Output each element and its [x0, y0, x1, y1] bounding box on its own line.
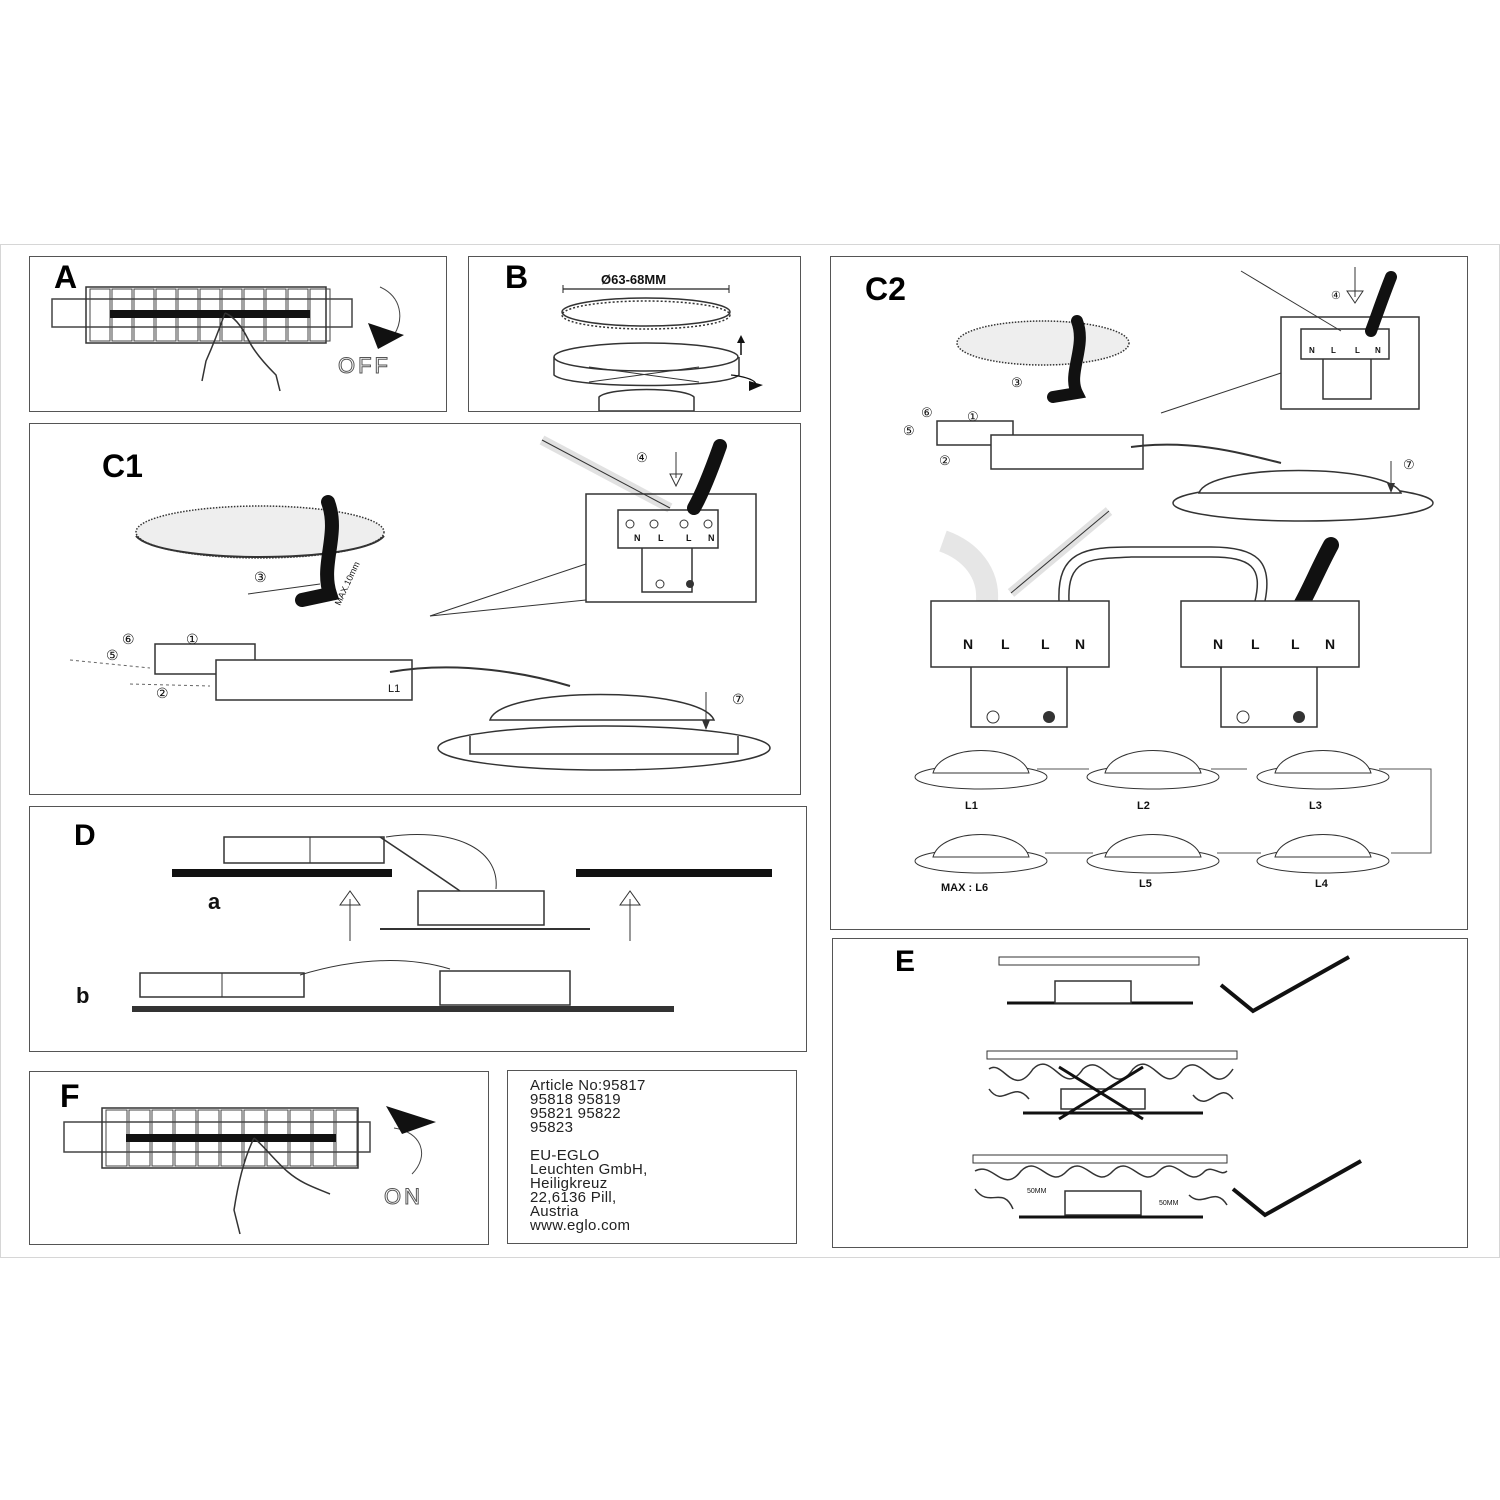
c1-terminal-n2: N — [708, 533, 715, 543]
step-4: ④ — [636, 450, 648, 465]
downlight-body — [932, 750, 1030, 774]
c2-step-3: ③ — [1011, 375, 1023, 390]
diameter-label: Ø63-68MM — [601, 272, 666, 287]
panel-f-letter: F — [60, 1078, 80, 1114]
off-label: OFF — [338, 353, 391, 378]
step-7: ⑦ — [732, 691, 745, 707]
breaker-module — [335, 1109, 358, 1167]
panel-a: A OFF — [29, 256, 447, 412]
article-info-text: Article No:95817 95818 95819 95821 95822… — [530, 1077, 648, 1234]
panel-b-letter: B — [505, 259, 529, 295]
c2-big-terminal-n2: N — [1075, 636, 1085, 652]
on-label: ON — [384, 1184, 423, 1209]
step-2: ② — [156, 685, 169, 701]
panel-a-letter: A — [54, 259, 78, 295]
downlight-body — [932, 834, 1030, 858]
clearance-label-right: 50MM — [1159, 1200, 1179, 1207]
sub-label-b: b — [76, 983, 89, 1008]
panel-d: D a b — [29, 806, 807, 1052]
c2-step-4: ④ — [1331, 290, 1341, 302]
c2-step-7: ⑦ — [1403, 457, 1415, 472]
panel-c2-letter: C2 — [865, 271, 906, 307]
panel-f: F ON — [29, 1071, 489, 1245]
c2-terminal-n1: N — [1309, 346, 1315, 355]
c2-terminal-n2: N — [1375, 346, 1381, 355]
c1-terminal-n1: N — [634, 533, 641, 543]
lamp-label-l3: L3 — [1309, 800, 1322, 812]
c2-big-terminal-l2: L — [1041, 636, 1050, 652]
c1-terminal-l2: L — [686, 533, 692, 543]
article-line: 22,6136 Pill, — [530, 1189, 617, 1206]
step-5: ⑤ — [106, 647, 119, 663]
spring-clip-illustration: a b — [76, 833, 772, 1012]
step-6: ⑥ — [122, 631, 135, 647]
lamp-label-l5: L5 — [1139, 878, 1152, 890]
c2-big-terminal-n3: N — [1213, 636, 1223, 652]
article-info-panel: Article No:95817 95818 95819 95821 95822… — [507, 1070, 797, 1244]
article-line: EU-EGLO — [530, 1147, 600, 1164]
c2-step-5: ⑤ — [903, 423, 915, 438]
c2-terminal-l2: L — [1355, 346, 1360, 355]
breaker-module — [105, 1109, 128, 1167]
c2-step-2: ② — [939, 453, 951, 468]
panel-b: B Ø63-68MM — [468, 256, 801, 412]
wiring-c1-illustration: ③ MAX.10mm N L L N ④ L1 ⑤ ⑥ ① ② — [69, 435, 771, 771]
panel-e-letter: E — [895, 945, 916, 978]
c2-big-terminal-l4: L — [1291, 636, 1300, 652]
article-line: Article No:95817 — [530, 1077, 646, 1094]
downlight-body — [1274, 834, 1372, 858]
panel-c2: C2 ③ N L L N ④ ⑤ ⑥ ① ② ⑦ — [830, 256, 1468, 930]
lamp-label-l1: L1 — [965, 800, 978, 812]
c2-step-1: ① — [967, 409, 979, 424]
downlight-body — [1274, 750, 1372, 774]
c2-big-terminal-l3: L — [1251, 636, 1260, 652]
c1-terminal-l1: L — [658, 533, 664, 543]
lamp-label-l2: L2 — [1137, 800, 1150, 812]
breaker-module — [309, 288, 331, 342]
article-line: 95823 — [530, 1119, 574, 1136]
downlight-body — [1104, 834, 1202, 858]
panel-c1-letter: C1 — [102, 448, 143, 484]
panel-e: E 50MM 50MM — [832, 938, 1468, 1248]
c2-terminal-l1: L — [1331, 346, 1336, 355]
c2-big-terminal-n1: N — [963, 636, 973, 652]
article-line: Austria — [530, 1203, 579, 1220]
breaker-on-illustration: ON — [63, 1106, 436, 1235]
wiring-c2-illustration: ③ N L L N ④ ⑤ ⑥ ① ② ⑦ — [903, 267, 1434, 894]
panel-d-letter: D — [74, 819, 96, 852]
lamp-label-max-l6: MAX : L6 — [941, 882, 988, 894]
clearance-label-left: 50MM — [1027, 1188, 1047, 1195]
lamp-label-l4: L4 — [1315, 878, 1329, 890]
sub-label-a: a — [208, 889, 221, 914]
insulation-clearance-illustration: 50MM 50MM — [972, 955, 1362, 1219]
cable-max-label: MAX.10mm — [333, 560, 362, 607]
article-line: 95818 95819 — [530, 1091, 621, 1108]
article-line: Heiligkreuz — [530, 1175, 608, 1192]
ceiling-cutout-illustration: Ø63-68MM — [553, 272, 763, 411]
panel-c1: C1 ③ MAX.10mm N L L N ④ L1 — [29, 423, 801, 795]
c2-big-terminal-l1: L — [1001, 636, 1010, 652]
article-line: Leuchten GmbH, — [530, 1161, 648, 1178]
downlight-body — [1104, 750, 1202, 774]
block-label: L1 — [388, 683, 400, 695]
website-line: www.eglo.com — [530, 1217, 631, 1234]
step-1: ① — [186, 631, 199, 647]
c2-big-terminal-n4: N — [1325, 636, 1335, 652]
breaker-module — [89, 288, 111, 342]
c2-step-6: ⑥ — [921, 405, 933, 420]
breaker-off-illustration: OFF — [51, 286, 404, 392]
step-3: ③ — [254, 569, 267, 585]
article-line: 95821 95822 — [530, 1105, 621, 1122]
